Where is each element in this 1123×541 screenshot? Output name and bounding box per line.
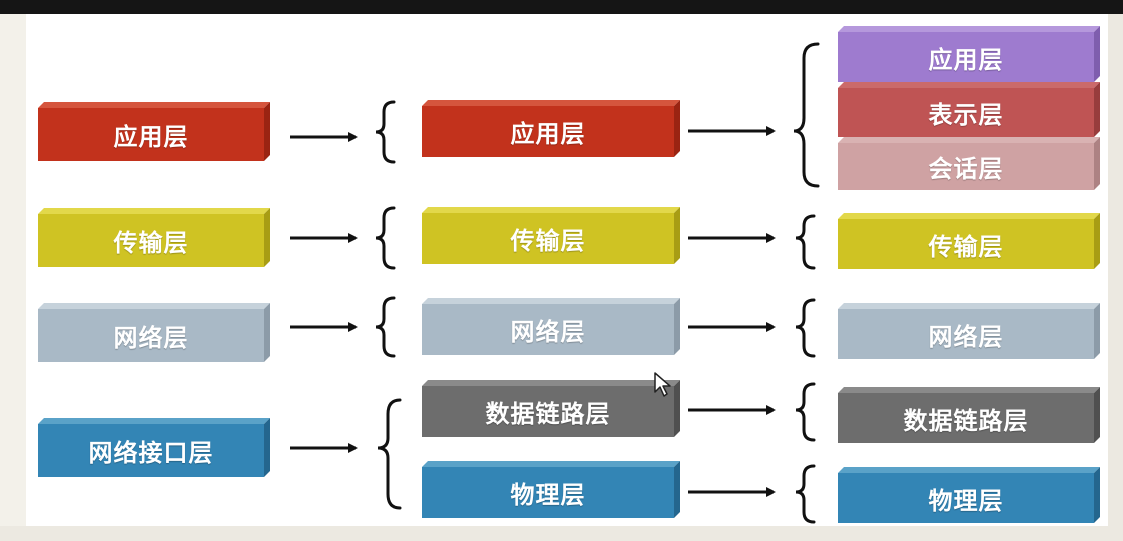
bottom-edge — [0, 526, 1123, 541]
col1-transport-layer: 传输层 — [38, 208, 270, 267]
top-bar — [0, 0, 1123, 14]
brace-col3-network — [795, 298, 816, 358]
brace-col3-physical — [795, 464, 816, 524]
right-edge — [1108, 14, 1123, 541]
col1-network-layer: 网络层 — [38, 303, 270, 362]
col2-transport-layer: 传输层 — [422, 207, 680, 264]
col2-network-layer: 网络层 — [422, 298, 680, 355]
col3-application-layer: 应用层 — [838, 26, 1100, 82]
col3-data-link-layer: 数据链路层 — [838, 387, 1100, 443]
col3-physical-layer: 物理层 — [838, 467, 1100, 523]
col2-physical-layer: 物理层 — [422, 461, 680, 518]
brace-col3-transport — [795, 214, 816, 270]
brace-col2-network — [375, 296, 396, 358]
col1-network-interface-layer: 网络接口层 — [38, 418, 270, 477]
col3-session-layer: 会话层 — [838, 137, 1100, 190]
mouse-cursor-icon — [654, 372, 671, 397]
brace-col2-transport — [375, 206, 396, 270]
col3-network-layer: 网络层 — [838, 303, 1100, 359]
col1-application-layer: 应用层 — [38, 102, 270, 161]
brace-col2-netif — [377, 398, 402, 510]
col3-transport-layer: 传输层 — [838, 213, 1100, 269]
col2-application-layer: 应用层 — [422, 100, 680, 157]
brace-col3-app — [793, 42, 820, 188]
col2-data-link-layer: 数据链路层 — [422, 380, 680, 437]
brace-col2-app — [375, 100, 396, 164]
col3-presentation-layer: 表示层 — [838, 82, 1100, 137]
brace-col3-datalink — [795, 382, 816, 442]
